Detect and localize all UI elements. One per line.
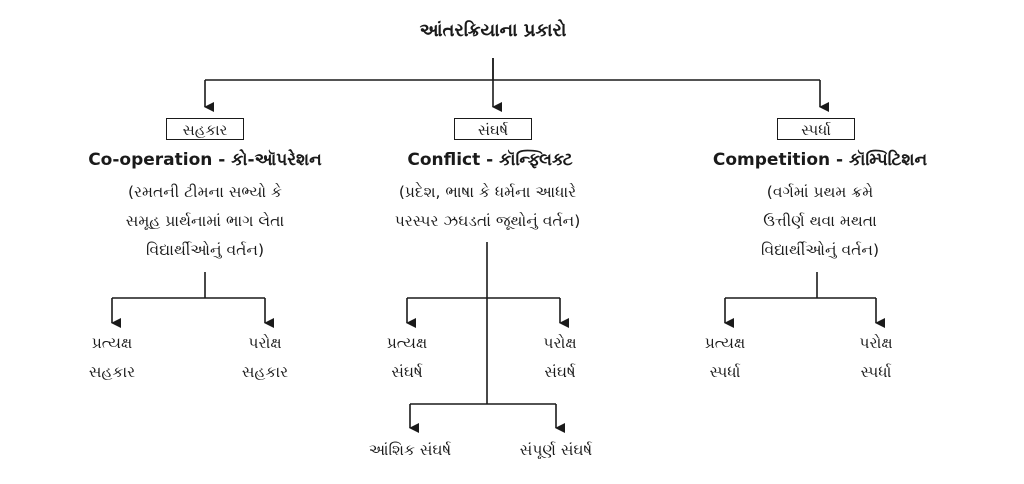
leaf-conflict-indirect: પરોક્ષ સંઘર્ષ bbox=[520, 329, 600, 387]
desc-line: વિદ્યાર્થીઓનું વર્તન) bbox=[761, 241, 879, 259]
leaf-partial-conflict: આંશિક સંઘર્ષ bbox=[368, 441, 452, 459]
heading-competition: Competition - કૉમ્પિટિશન bbox=[712, 150, 928, 170]
desc-line: (પ્રદેશ, ભાષા કે ધર્મના આધારે bbox=[398, 183, 577, 201]
box-cooperation: સહકાર bbox=[166, 118, 244, 140]
leaf-comp-indirect: પરોક્ષ સ્પર્ધા bbox=[836, 329, 916, 387]
diagram-title: આંતરક્રિયાના પ્રકારો bbox=[419, 20, 567, 41]
leaf-coop-indirect: પરોક્ષ સહકાર bbox=[225, 329, 305, 387]
leaf-line: સ્પર્ધા bbox=[709, 363, 741, 381]
leaf-line: પ્રત્યક્ષ bbox=[704, 334, 746, 352]
leaf-comp-direct: પ્રત્યક્ષ સ્પર્ધા bbox=[685, 329, 765, 387]
desc-conflict: (પ્રદેશ, ભાષા કે ધર્મના આધારે પરસ્પર ઝઘડ… bbox=[360, 178, 615, 236]
desc-line: (વર્ગમાં પ્રથમ ક્રમે bbox=[766, 183, 874, 201]
leaf-line: સંઘર્ષ bbox=[391, 363, 423, 381]
desc-line: વિદ્યાર્થીઓનું વર્તન) bbox=[146, 241, 264, 259]
box-conflict: સંઘર્ષ bbox=[454, 118, 532, 140]
leaf-complete-conflict: સંપૂર્ણ સંઘર્ષ bbox=[519, 441, 593, 459]
leaf-line: પરોક્ષ bbox=[859, 334, 893, 352]
leaf-line: સહકાર bbox=[88, 363, 136, 381]
heading-cooperation: Co-operation - કો-ઑપરેશન bbox=[88, 150, 322, 170]
desc-line: (રમતની ટીમના સભ્યો કે bbox=[127, 183, 283, 201]
desc-cooperation: (રમતની ટીમના સભ્યો કે સમૂહ પ્રાર્થનામાં … bbox=[75, 178, 335, 265]
leaf-line: પરોક્ષ bbox=[248, 334, 282, 352]
box-competition: સ્પર્ધા bbox=[777, 118, 855, 140]
leaf-line: સહકાર bbox=[241, 363, 289, 381]
heading-conflict: Conflict - કૉન્ફ્લિક્ટ bbox=[407, 150, 573, 170]
leaf-line: સ્પર્ધા bbox=[860, 363, 892, 381]
leaf-line: પ્રત્યક્ષ bbox=[386, 334, 428, 352]
leaf-coop-direct: પ્રત્યક્ષ સહકાર bbox=[72, 329, 152, 387]
desc-line: ઉત્તીર્ણ થવા મથતા bbox=[763, 212, 877, 230]
desc-line: સમૂહ પ્રાર્થનામાં ભાગ લેતા bbox=[125, 212, 285, 230]
leaf-line: પ્રત્યક્ષ bbox=[91, 334, 133, 352]
leaf-conflict-direct: પ્રત્યક્ષ સંઘર્ષ bbox=[367, 329, 447, 387]
desc-line: પરસ્પર ઝઘડતાં જૂથોનું વર્તન) bbox=[394, 212, 581, 230]
desc-competition: (વર્ગમાં પ્રથમ ક્રમે ઉત્તીર્ણ થવા મથતા વ… bbox=[705, 178, 935, 265]
leaf-line: સંઘર્ષ bbox=[544, 363, 576, 381]
leaf-line: પરોક્ષ bbox=[543, 334, 577, 352]
